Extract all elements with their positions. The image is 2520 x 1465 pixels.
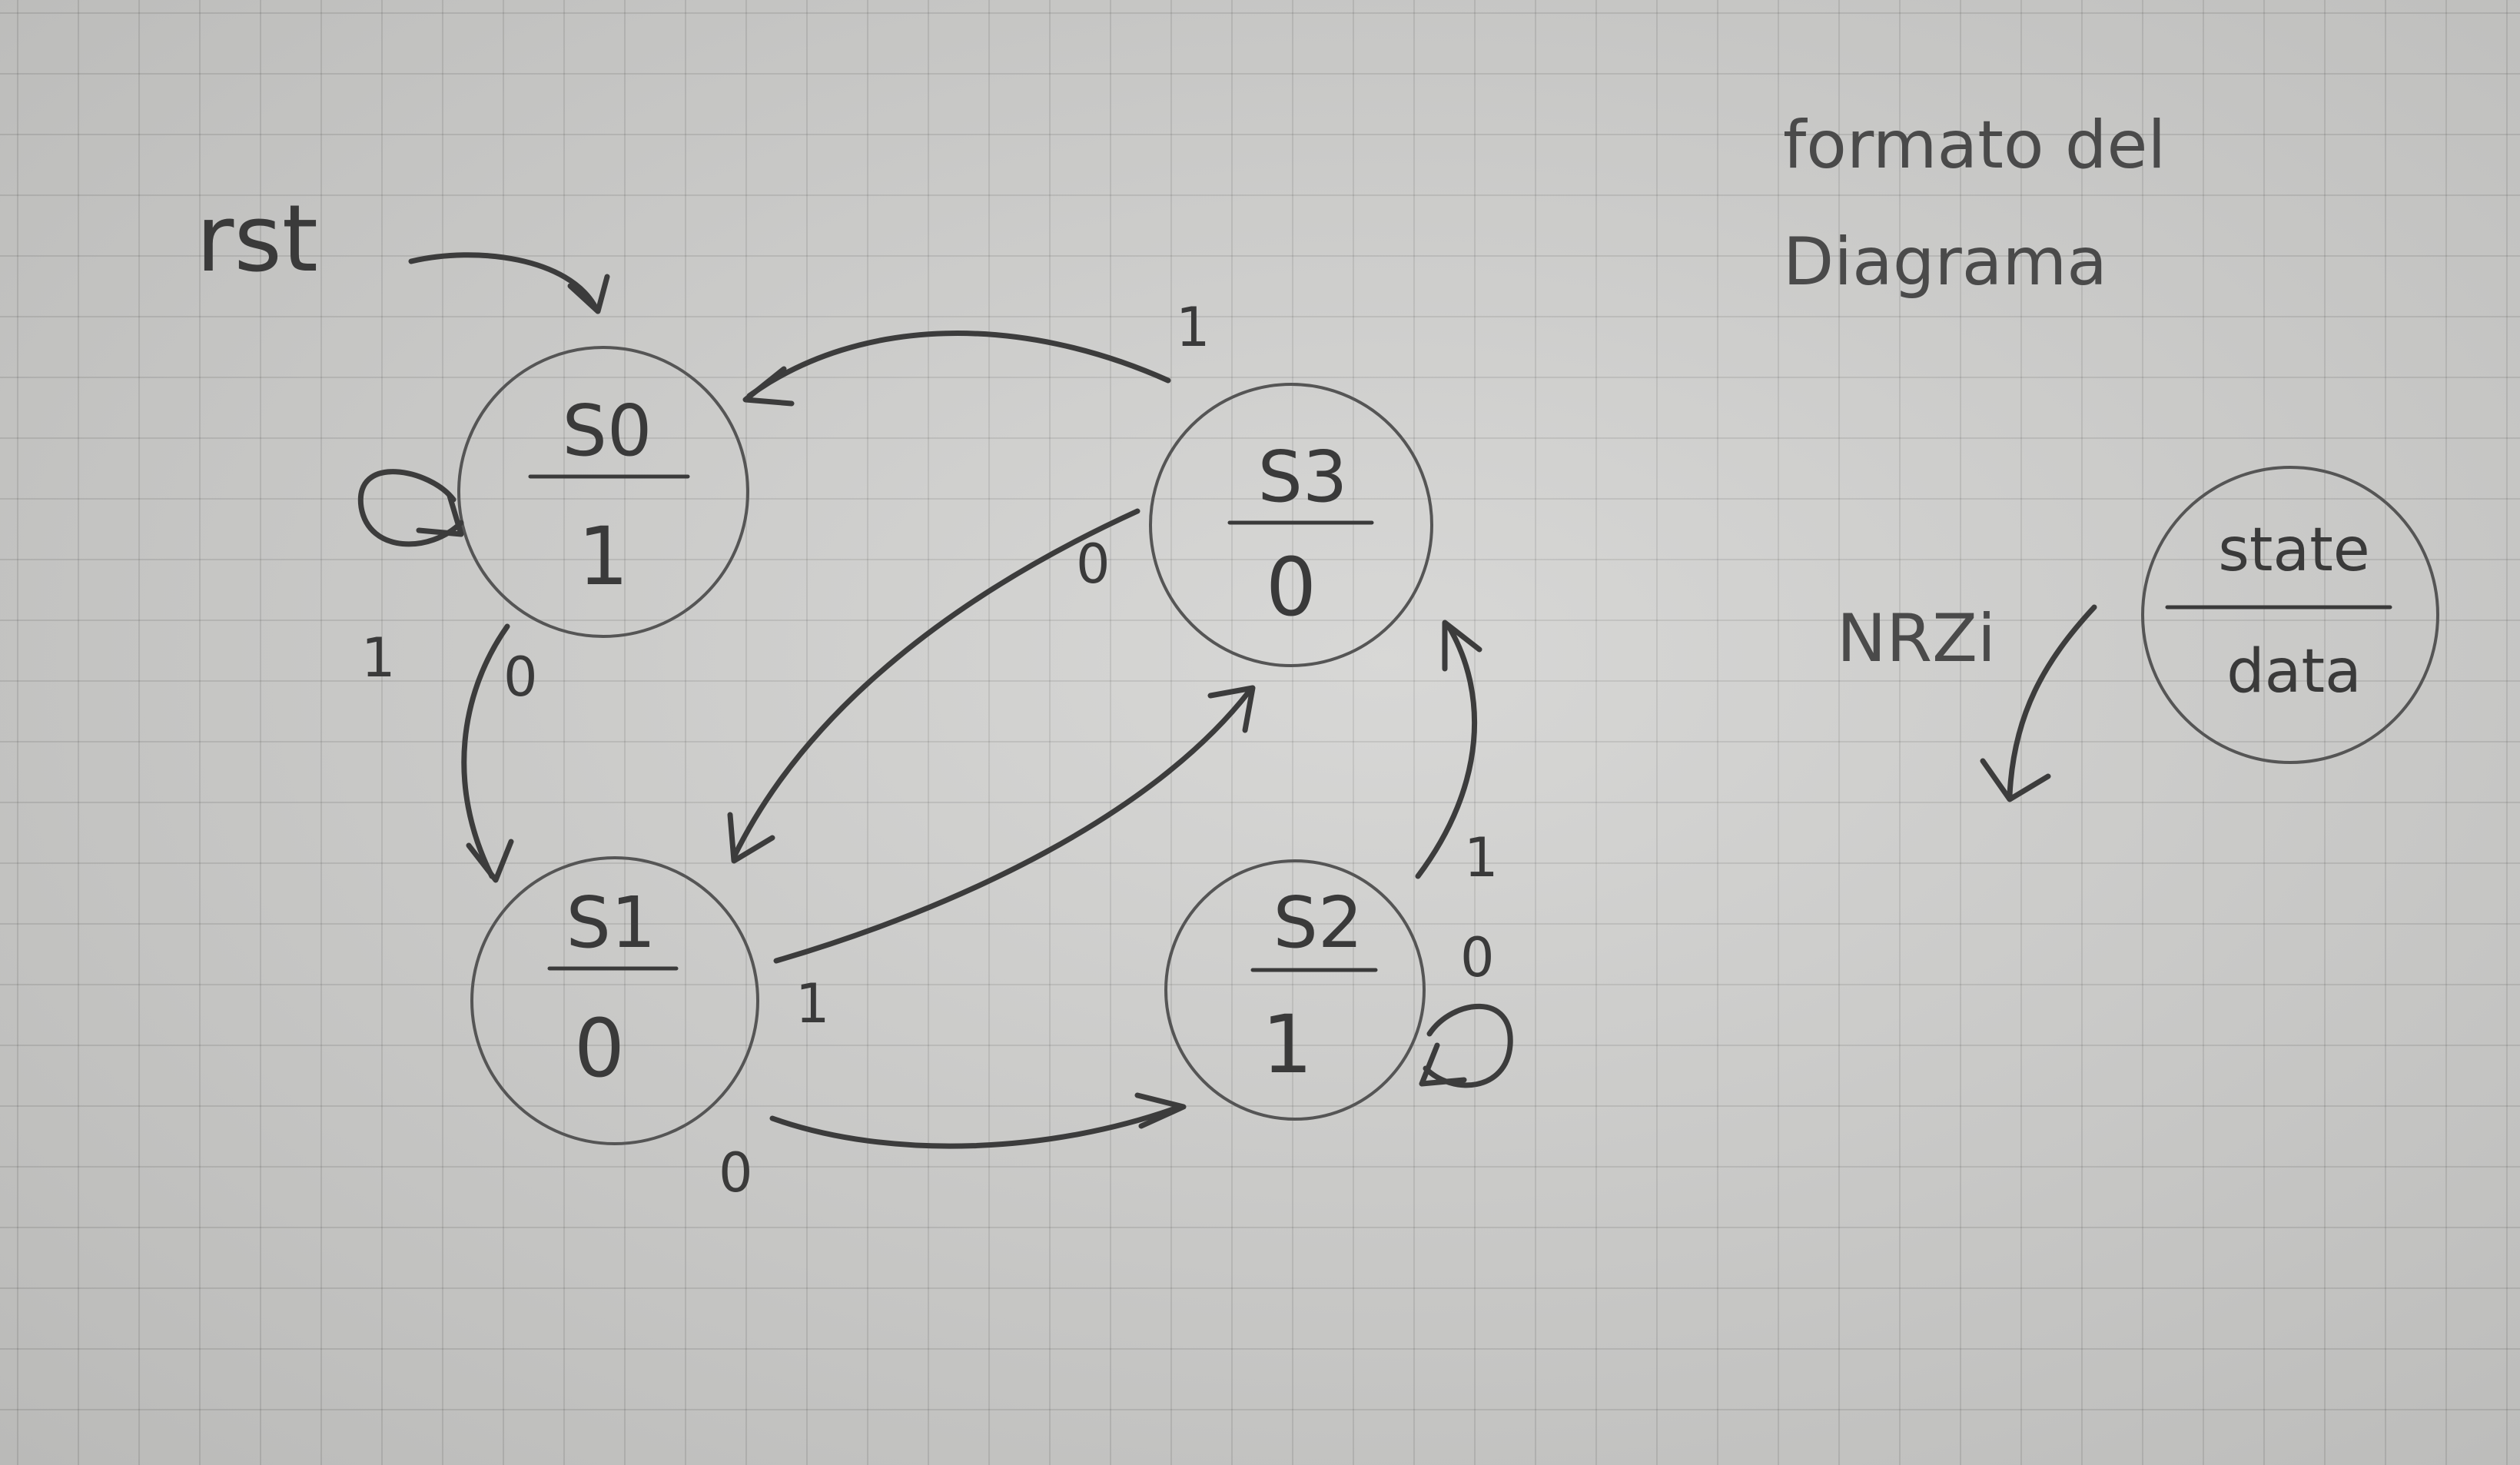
state-s3-name: S3 — [1258, 436, 1348, 518]
transition-s2-s2-label: 0 — [1460, 926, 1495, 989]
transition-s0-s0-label: 1 — [361, 626, 396, 689]
transition-s0-s1-label: 0 — [503, 646, 538, 709]
legend-title-line1: formato del — [1783, 107, 2166, 184]
state-s2: S2 1 — [1164, 859, 1426, 1121]
state-s1: S1 0 — [470, 856, 759, 1145]
transition-s3-s1 — [731, 508, 1140, 860]
state-s0-output: 1 — [578, 510, 629, 603]
state-s2-name: S2 — [1273, 882, 1363, 964]
legend-arrow — [2007, 604, 2097, 799]
transition-s1-s3-arrowhead — [1207, 685, 1256, 733]
legend: formato del Diagrama state data NRZi — [1783, 107, 2439, 802]
reset-label: rst — [196, 186, 318, 293]
legend-state-label: state — [2218, 516, 2370, 585]
transition-s0-s1 — [461, 623, 510, 879]
transition-s0-s0 — [357, 469, 464, 547]
transition-s3-s0-label: 1 — [1176, 296, 1210, 359]
reset-arrow — [408, 252, 599, 311]
transition-s3-s1-label: 0 — [1076, 533, 1111, 596]
transition-s2-s2 — [1423, 1003, 1513, 1088]
state-s2-circle — [1164, 859, 1426, 1121]
legend-circle — [2141, 466, 2439, 764]
legend-arrowhead — [1980, 758, 2051, 802]
state-s1-name: S1 — [566, 882, 656, 964]
transition-s1-s2-label: 0 — [719, 1141, 753, 1204]
state-s0-name: S0 — [563, 390, 652, 472]
state-s1-output: 0 — [574, 1002, 625, 1095]
transition-s2-s3 — [1415, 623, 1477, 879]
state-s3: S3 0 — [1149, 383, 1433, 667]
transition-s3-s0 — [746, 331, 1171, 399]
transition-s2-s3-arrowhead — [1442, 620, 1482, 672]
transition-s1-s3 — [773, 689, 1252, 964]
state-s1-circle — [470, 856, 759, 1145]
state-s2-output: 1 — [1262, 998, 1313, 1091]
legend-input-label: NRZi — [1837, 600, 1996, 677]
reset-arrowhead — [567, 274, 610, 314]
transition-s0-s1-arrowhead — [466, 839, 514, 883]
state-s0-circle — [457, 346, 749, 638]
transition-s1-s2-arrowhead — [1134, 1092, 1187, 1129]
state-s3-circle — [1149, 383, 1433, 667]
state-s3-output: 0 — [1266, 540, 1316, 634]
transition-s2-s3-label: 1 — [1464, 826, 1499, 889]
transition-s3-s1-arrowhead — [727, 812, 775, 864]
transition-s2-s2-arrowhead — [1419, 1042, 1467, 1087]
legend-data-label: data — [2226, 637, 2362, 706]
transition-s3-s0-arrowhead — [742, 366, 795, 407]
transition-s1-s3-label: 1 — [795, 972, 830, 1035]
legend-title-line2: Diagrama — [1783, 224, 2107, 301]
transition-s0-s0-arrowhead — [416, 493, 464, 537]
state-s0: S0 1 — [457, 346, 749, 638]
transition-s1-s2 — [769, 1104, 1183, 1149]
